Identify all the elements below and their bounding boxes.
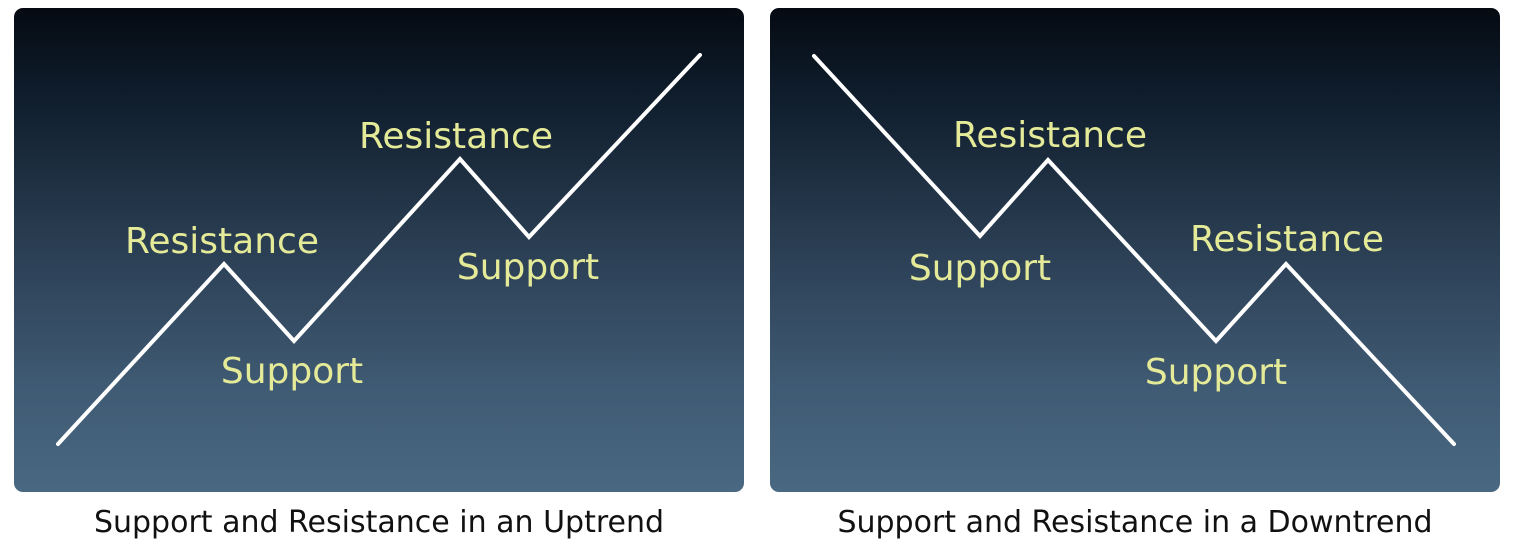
uptrend-diagram: Resistance Support Resistance Support [56,53,702,446]
price-trend-line [812,54,1456,446]
uptrend-diagram-panel: Resistance Support Resistance Support [14,8,744,492]
uptrend-caption: Support and Resistance in an Uptrend [93,505,665,540]
support-label: Support [457,247,599,288]
support-label: Support [909,248,1051,289]
price-trend-line [56,53,702,446]
resistance-label: Resistance [1190,219,1384,260]
support-label: Support [221,351,363,392]
support-label: Support [1145,352,1287,393]
downtrend-caption: Support and Resistance in a Downtrend [837,505,1433,540]
resistance-label: Resistance [125,221,319,262]
downtrend-diagram: Resistance Support Resistance Support [812,54,1456,446]
downtrend-diagram-panel: Resistance Support Resistance Support [770,8,1500,492]
resistance-label: Resistance [953,115,1147,156]
resistance-label: Resistance [359,116,553,157]
